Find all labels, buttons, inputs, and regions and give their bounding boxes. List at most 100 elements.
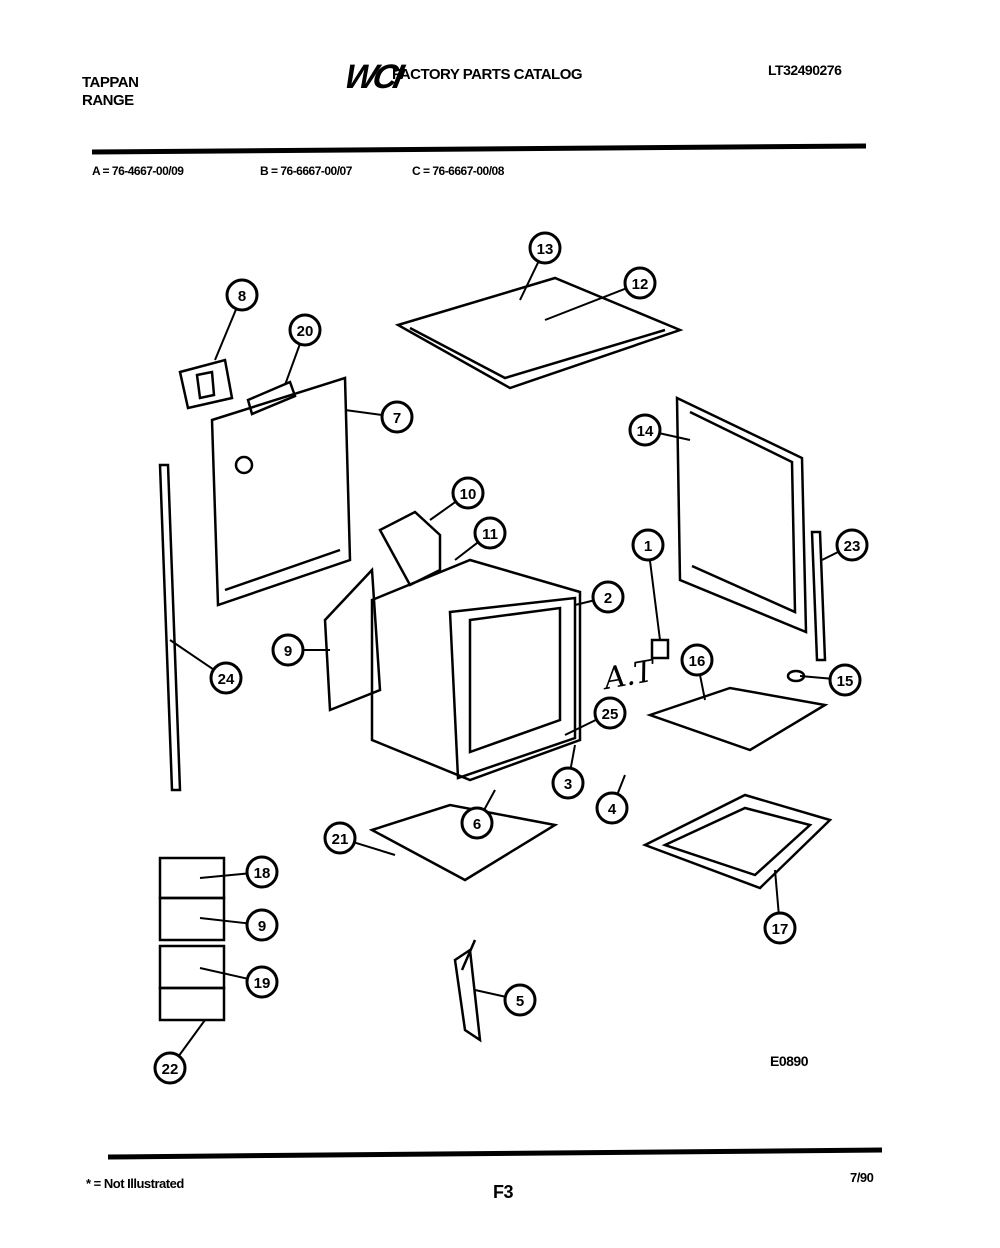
inset-box-9	[158, 896, 226, 942]
callout-circle	[245, 908, 279, 942]
callout-23: 23	[821, 528, 869, 562]
leader-line	[199, 917, 248, 925]
callout-circle	[460, 806, 494, 840]
leader-line	[519, 261, 540, 301]
leader-line	[574, 599, 594, 606]
callout-number: 25	[602, 706, 619, 723]
callout-5: 5	[474, 983, 537, 1017]
part-bottom	[368, 803, 559, 882]
part-broiler-pan	[641, 793, 833, 890]
leader-line	[544, 287, 627, 321]
leader-line	[698, 674, 706, 701]
callout-circle	[153, 1051, 187, 1085]
callout-circle	[551, 766, 585, 800]
callout-12: 12	[544, 266, 657, 321]
callout-4: 4	[595, 774, 629, 825]
callout-circle	[380, 400, 414, 434]
callout-6: 6	[460, 789, 496, 840]
inset-box-18	[158, 856, 226, 900]
callout-2: 2	[574, 580, 625, 614]
brand-label: TAPPAN RANGE	[82, 74, 139, 110]
leader-line	[199, 967, 248, 980]
leader-line	[199, 872, 248, 879]
callout-number: 11	[482, 526, 498, 543]
callout-circle	[288, 313, 322, 347]
callout-22: 22	[153, 1019, 206, 1085]
callout-circle	[835, 528, 869, 562]
callout-number: 23	[844, 538, 861, 555]
callout-11: 11	[454, 516, 507, 561]
callout-17: 17	[763, 869, 797, 945]
callout-number: 3	[564, 776, 572, 793]
model-b: B = 76-6667-00/07	[260, 164, 352, 178]
leader-line	[169, 639, 215, 671]
model-c: C = 76-6667-00/08	[412, 164, 504, 178]
leader-line	[429, 500, 457, 521]
leader-line	[354, 841, 396, 856]
leader-line	[616, 774, 626, 795]
callout-number: 4	[608, 801, 617, 818]
page-number: F3	[493, 1182, 514, 1202]
document-number: LT32490276	[768, 62, 842, 78]
callout-18: 18	[199, 855, 279, 889]
leader-line	[659, 432, 691, 441]
callout-number: 22	[162, 1061, 179, 1078]
part-door	[675, 395, 808, 634]
part-element	[453, 939, 482, 1043]
callout-circle	[680, 643, 714, 677]
callout-circle	[245, 965, 279, 999]
callout-9: 9	[199, 908, 279, 942]
leader-line	[569, 744, 576, 769]
leader-line	[648, 559, 661, 641]
part-vent	[378, 510, 442, 587]
leader-line	[178, 1019, 206, 1057]
part-trim-24	[158, 463, 182, 792]
callout-number: 14	[637, 423, 654, 440]
callout-19: 19	[199, 965, 279, 999]
callout-circle	[591, 580, 625, 614]
part-lens	[246, 380, 297, 416]
leader-line	[214, 308, 238, 361]
callout-number: 7	[393, 410, 401, 427]
leader-line	[821, 550, 840, 561]
callout-circle	[628, 413, 662, 447]
catalog-title: FACTORY PARTS CATALOG	[392, 66, 583, 83]
callout-13: 13	[519, 231, 562, 301]
callout-number: 9	[284, 643, 292, 660]
leader-line	[799, 675, 831, 680]
callout-7: 7	[344, 400, 414, 434]
part-backguard	[210, 376, 352, 607]
callout-number: 24	[218, 671, 235, 688]
callout-number: 16	[689, 653, 706, 670]
callout-number: 20	[297, 323, 314, 340]
leader-line	[774, 869, 780, 914]
leader-line	[284, 343, 301, 386]
part-side-panel	[323, 567, 382, 712]
inset-box-19	[158, 944, 226, 990]
callout-8: 8	[214, 278, 259, 361]
part-cooktop	[394, 276, 684, 390]
callout-circle	[828, 663, 862, 697]
callout-circle	[595, 791, 629, 825]
part-trim-23	[810, 530, 827, 662]
brand-line-1: TAPPAN	[82, 74, 139, 91]
callout-circle	[623, 266, 657, 300]
callout-24: 24	[169, 639, 243, 695]
leader-line	[474, 989, 506, 998]
callout-number: 19	[254, 975, 271, 992]
part-knob	[650, 638, 670, 660]
leader-line	[483, 789, 496, 811]
callout-1: 1	[631, 528, 665, 641]
callout-25: 25	[564, 696, 627, 736]
leader-line	[564, 718, 597, 736]
revision-date: 7/90	[850, 1170, 874, 1185]
callout-circle	[451, 476, 485, 510]
callout-16: 16	[680, 643, 714, 701]
leader-line	[344, 409, 383, 416]
callout-circle	[631, 528, 665, 562]
header-rule	[91, 143, 867, 155]
callout-number: 5	[516, 993, 524, 1010]
callout-circle	[245, 855, 279, 889]
